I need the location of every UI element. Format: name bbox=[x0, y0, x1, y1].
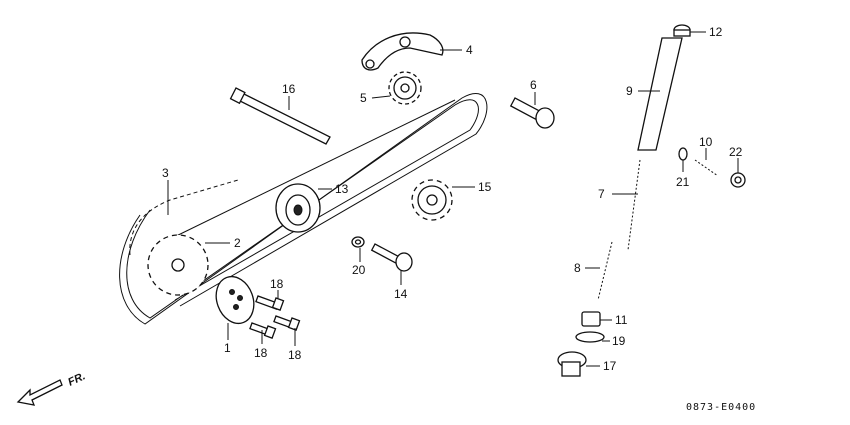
bolt-14 bbox=[370, 243, 413, 272]
front-direction-arrow: FR. bbox=[16, 370, 87, 406]
callout-2: 2 bbox=[234, 236, 241, 250]
guide-roller bbox=[275, 183, 321, 233]
plug-17 bbox=[557, 351, 587, 377]
callout-9: 9 bbox=[626, 84, 633, 98]
callout-21: 21 bbox=[676, 175, 690, 189]
callout-18b: 18 bbox=[254, 346, 268, 360]
plug-11 bbox=[581, 311, 601, 327]
callout-14: 14 bbox=[394, 287, 408, 301]
spring-7 bbox=[627, 159, 641, 251]
bolt-18-a bbox=[255, 295, 285, 311]
bolt-10 bbox=[694, 159, 719, 177]
callout-4: 4 bbox=[466, 43, 473, 57]
diagram-code: 0873-E0400 bbox=[686, 402, 756, 413]
cap-12 bbox=[673, 24, 691, 37]
callout-12: 12 bbox=[709, 25, 723, 39]
callout-17: 17 bbox=[603, 359, 617, 373]
bolt-6 bbox=[509, 97, 555, 129]
nut-22 bbox=[730, 172, 746, 188]
callout-15: 15 bbox=[478, 180, 492, 194]
callout-16: 16 bbox=[282, 82, 296, 96]
washer-19 bbox=[575, 331, 605, 343]
cam-chain bbox=[119, 92, 488, 325]
callout-19: 19 bbox=[612, 334, 626, 348]
callout-8: 8 bbox=[574, 261, 581, 275]
callout-20: 20 bbox=[352, 263, 366, 277]
callout-7: 7 bbox=[598, 187, 605, 201]
callout-11: 11 bbox=[615, 313, 628, 327]
callout-10: 10 bbox=[699, 135, 713, 149]
tensioner-tube bbox=[637, 37, 683, 151]
callout-6: 6 bbox=[530, 78, 537, 92]
direction-label: FR. bbox=[66, 370, 87, 388]
callout-1: 1 bbox=[224, 341, 231, 355]
callout-22: 22 bbox=[729, 145, 743, 159]
washer-21 bbox=[678, 147, 688, 161]
callout-5: 5 bbox=[360, 91, 367, 105]
bolt-18-c bbox=[273, 315, 301, 331]
drive-sprocket bbox=[147, 234, 209, 296]
tensioner-shaft bbox=[229, 87, 331, 145]
leader-lines bbox=[167, 31, 739, 367]
callout-18c: 18 bbox=[288, 348, 302, 362]
bolt-18-b bbox=[249, 322, 277, 339]
callout-3: 3 bbox=[162, 166, 169, 180]
callout-labels: 1 2 3 4 5 6 7 8 9 10 11 12 13 14 15 16 1… bbox=[162, 25, 743, 373]
callout-18a: 18 bbox=[270, 277, 284, 291]
upper-sprocket bbox=[388, 71, 422, 105]
spring-8 bbox=[597, 241, 613, 301]
washer-20 bbox=[351, 236, 365, 248]
sprocket-plate bbox=[215, 275, 255, 325]
tensioner-bracket bbox=[361, 32, 444, 71]
callout-13: 13 bbox=[335, 182, 349, 196]
tensioner-sprocket bbox=[411, 179, 453, 221]
